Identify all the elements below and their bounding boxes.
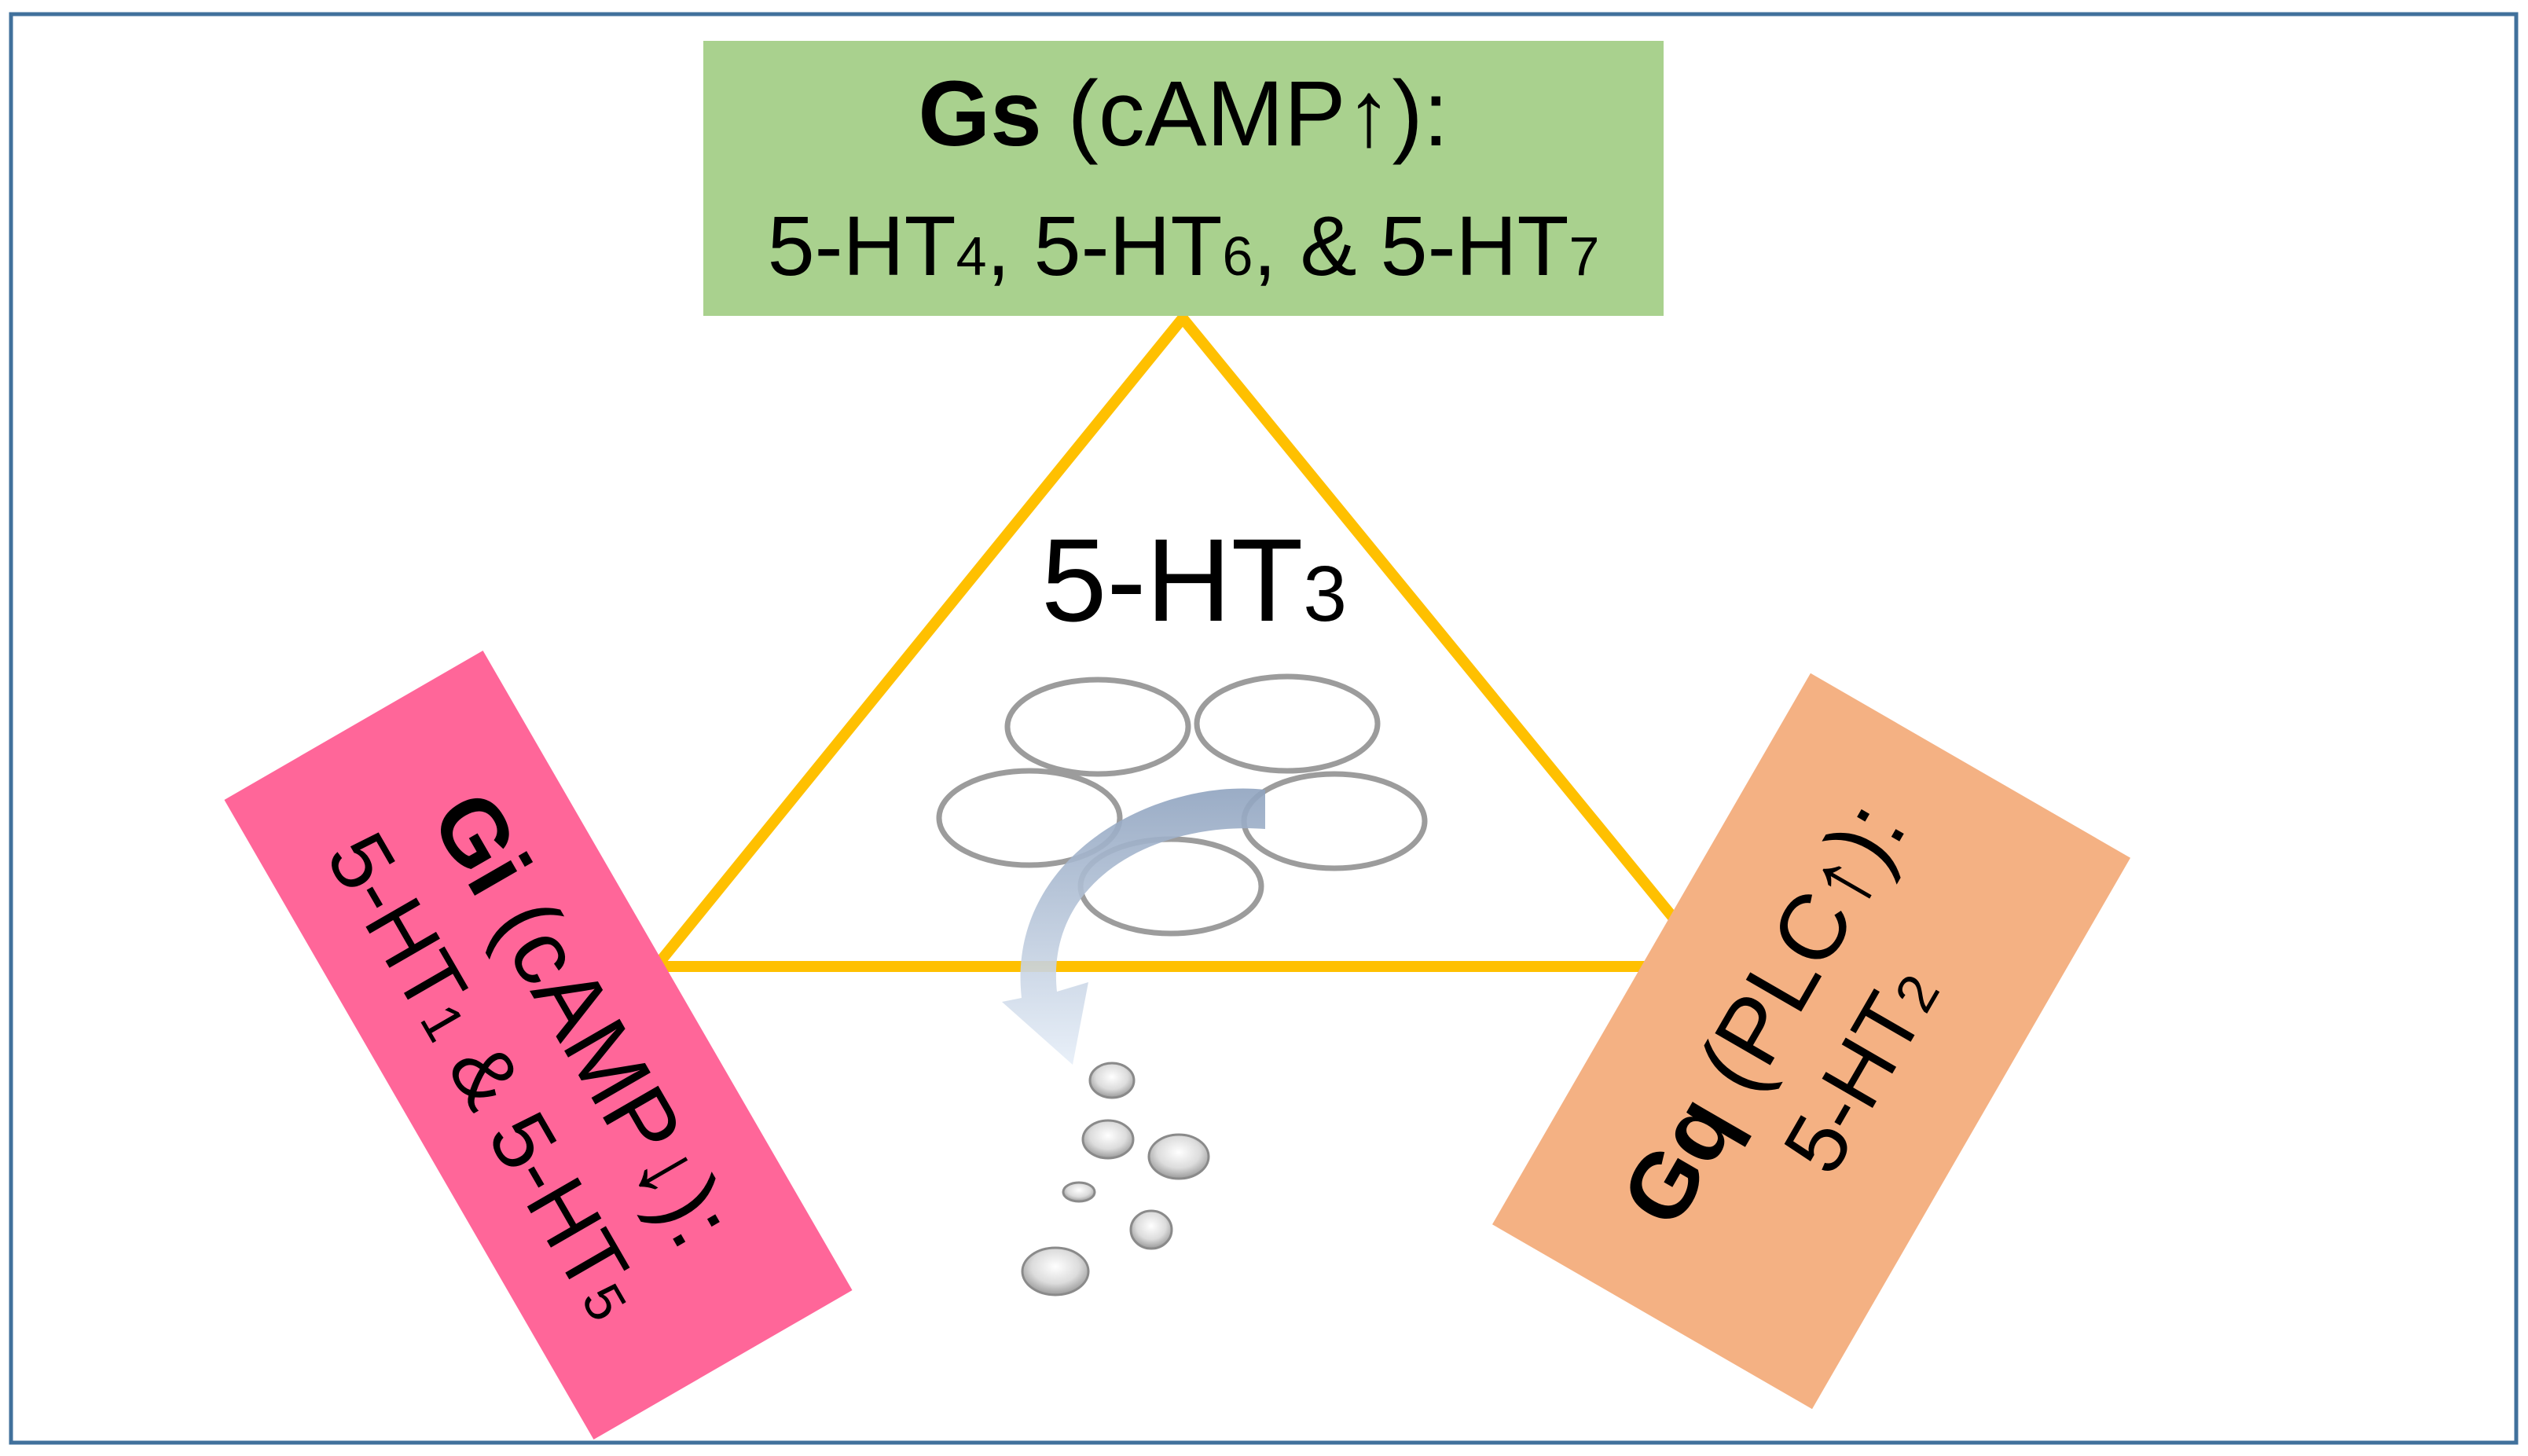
gs-title: Gs (cAMP↑):: [918, 62, 1448, 166]
center-label: 5-HT3: [1041, 514, 1347, 646]
gs-box: Gs (cAMP↑): 5-HT4, 5-HT6, & 5-HT7: [703, 41, 1664, 316]
ion: [1081, 1119, 1135, 1160]
gs-subtypes: 5-HT4, 5-HT6, & 5-HT7: [768, 198, 1600, 293]
gi-box-bg: [224, 650, 853, 1440]
center-label-sub: 3: [1303, 550, 1347, 638]
ion: [1088, 1062, 1136, 1099]
ion: [1021, 1246, 1090, 1296]
gq-box-bg: [1491, 673, 2131, 1410]
center-triangle: [644, 309, 1725, 972]
ion: [1129, 1209, 1173, 1250]
channel-subunit: [1004, 677, 1191, 777]
ion: [1147, 1133, 1210, 1180]
ions-icon: [1021, 1062, 1210, 1296]
ion: [1062, 1181, 1096, 1203]
center-label-main: 5-HT: [1041, 514, 1303, 646]
gs-box-bg: [703, 41, 1664, 316]
ion-flow-arrow-icon: [1002, 788, 1265, 1065]
gs-bold: Gs: [918, 62, 1041, 166]
channel-subunit: [936, 768, 1123, 868]
channel-subunit: [1194, 673, 1381, 774]
gs-rest: (cAMP↑):: [1042, 62, 1449, 166]
ion-channel-icon: [936, 673, 1428, 937]
